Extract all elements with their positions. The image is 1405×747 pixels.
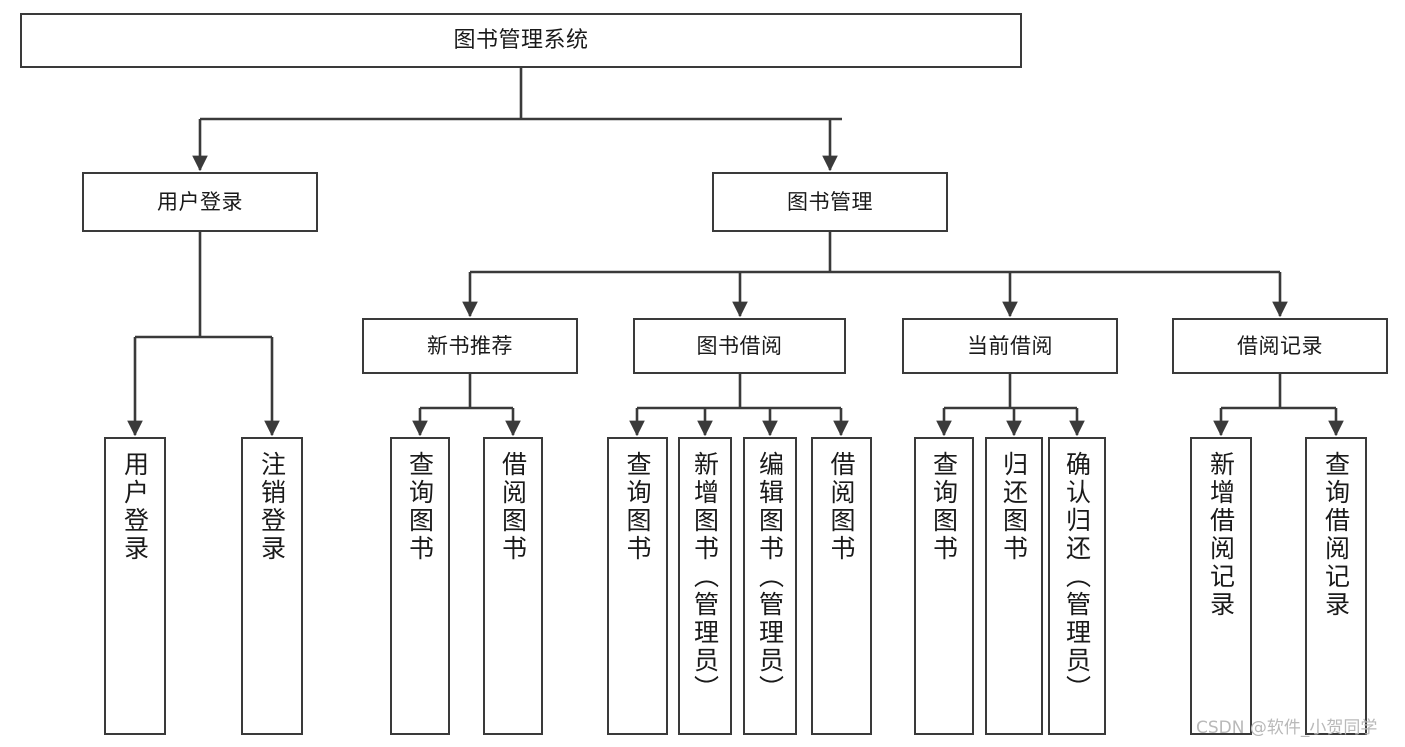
node-current-borrow[interactable]: 当前借阅 [902,318,1118,374]
node-user-login[interactable]: 用户登录 [82,172,318,232]
leaf-query-book-1-label: 查询图书 [405,451,435,563]
node-book-manage-label: 图书管理 [787,189,873,214]
node-current-borrow-label: 当前借阅 [967,333,1053,358]
leaf-query-book-2[interactable]: 查询图书 [607,437,668,735]
leaf-borrow-book-1-label: 借阅图书 [498,451,528,563]
node-user-login-label: 用户登录 [157,189,243,214]
leaf-query-book-1[interactable]: 查询图书 [390,437,450,735]
leaf-borrow-book-1[interactable]: 借阅图书 [483,437,543,735]
node-borrow-record[interactable]: 借阅记录 [1172,318,1388,374]
leaf-add-book-label: 新增图书（管理员） [690,451,720,703]
leaf-add-book[interactable]: 新增图书（管理员） [678,437,732,735]
leaf-confirm-return-label: 确认归还（管理员） [1062,451,1092,703]
node-new-book-recommend-label: 新书推荐 [427,333,513,358]
leaf-user-login[interactable]: 用户登录 [104,437,166,735]
node-book-manage[interactable]: 图书管理 [712,172,948,232]
leaf-add-record-label: 新增借阅记录 [1206,451,1236,619]
leaf-user-logout[interactable]: 注销登录 [241,437,303,735]
leaf-query-record[interactable]: 查询借阅记录 [1305,437,1367,735]
leaf-borrow-book-2-label: 借阅图书 [827,451,856,563]
leaf-query-book-3[interactable]: 查询图书 [914,437,974,735]
node-root-label: 图书管理系统 [453,27,589,53]
leaf-query-book-3-label: 查询图书 [929,451,959,563]
leaf-edit-book[interactable]: 编辑图书（管理员） [743,437,797,735]
leaf-add-record[interactable]: 新增借阅记录 [1190,437,1252,735]
node-borrow-record-label: 借阅记录 [1237,333,1323,358]
leaf-return-book[interactable]: 归还图书 [985,437,1043,735]
leaf-query-record-label: 查询借阅记录 [1321,451,1351,619]
leaf-user-login-label: 用户登录 [120,451,150,563]
node-book-borrow[interactable]: 图书借阅 [633,318,846,374]
node-book-borrow-label: 图书借阅 [696,333,783,358]
leaf-user-logout-label: 注销登录 [257,451,287,563]
leaf-borrow-book-2[interactable]: 借阅图书 [811,437,872,735]
node-root[interactable]: 图书管理系统 [20,13,1022,68]
leaf-edit-book-label: 编辑图书（管理员） [755,451,785,703]
node-new-book-recommend[interactable]: 新书推荐 [362,318,578,374]
leaf-confirm-return[interactable]: 确认归还（管理员） [1048,437,1106,735]
leaf-query-book-2-label: 查询图书 [623,451,652,563]
leaf-return-book-label: 归还图书 [999,451,1029,563]
